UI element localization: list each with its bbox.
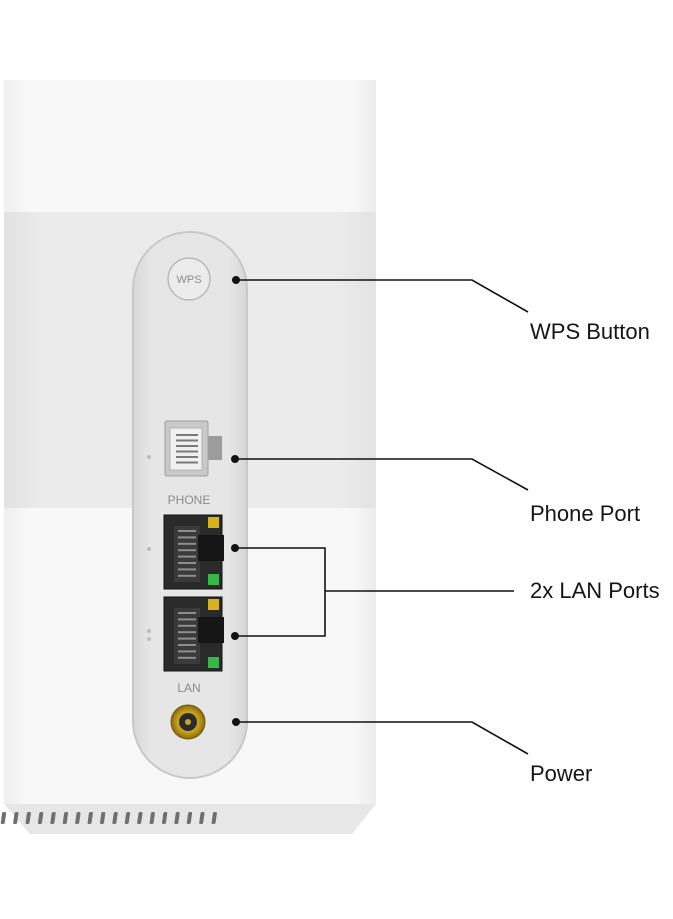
vent-slot — [174, 812, 180, 824]
vent-slot — [62, 812, 69, 824]
vent-slot — [50, 812, 56, 824]
router-top-section — [4, 80, 376, 212]
callout-power: Power — [530, 761, 593, 786]
callout-wps-button: WPS Button — [530, 319, 650, 344]
vent-slot — [99, 812, 106, 824]
port-panel: WPS PHONE — [132, 231, 248, 779]
vent-slot — [25, 812, 31, 824]
lan-1-status-led — [208, 517, 219, 528]
lan-pin — [178, 650, 196, 653]
lan-port-1-pins — [178, 530, 196, 577]
lan-pin — [178, 542, 196, 545]
lan-2-status-led — [208, 599, 219, 610]
lan-port-2-indicator-dot — [147, 629, 151, 633]
phone-port[interactable]: PHONE — [147, 420, 222, 507]
callout-lan-ports: 2x LAN Ports — [530, 578, 660, 603]
power-leader — [232, 718, 529, 755]
lan-pin — [178, 637, 196, 640]
lan-leader — [231, 544, 514, 640]
vent-slot — [161, 812, 168, 824]
lan-pin — [178, 536, 196, 539]
lan-pin — [178, 612, 196, 614]
lan-port-2[interactable] — [147, 596, 224, 672]
vent-slot — [37, 812, 44, 824]
lan-port-1[interactable] — [147, 514, 224, 590]
lan-pin — [178, 549, 196, 552]
vent-slot — [75, 812, 81, 824]
vent-slot — [199, 812, 205, 824]
lan-pin — [178, 656, 196, 659]
lan-pin — [178, 644, 196, 646]
phone-pin — [176, 445, 198, 447]
phone-pin — [176, 434, 198, 436]
phone-port-pins — [176, 434, 198, 464]
phone-leader — [231, 455, 529, 491]
base-vents — [0, 812, 217, 824]
lan-pin — [178, 618, 196, 621]
lan-pin — [178, 574, 196, 577]
callout-phone-port: Phone Port — [530, 501, 641, 526]
phone-pin — [176, 439, 198, 442]
phone-pin — [176, 450, 198, 453]
lan-pin — [178, 631, 196, 634]
lan-pin — [178, 562, 196, 564]
wps-button[interactable]: WPS — [167, 257, 211, 301]
phone-pin — [176, 461, 198, 464]
phone-port-indicator-dot — [147, 455, 151, 459]
vent-slot — [124, 812, 131, 824]
vent-slot — [0, 812, 7, 824]
phone-pin — [176, 456, 198, 458]
phone-port-label: PHONE — [168, 493, 211, 507]
wps-leader — [232, 276, 529, 313]
callout-leader-lines — [231, 276, 529, 755]
vent-slot — [112, 812, 118, 824]
power-jack[interactable] — [170, 704, 206, 740]
lan-port-2-pins — [178, 612, 196, 659]
vent-slot — [13, 812, 19, 824]
lan-ports-label: LAN — [177, 681, 200, 695]
lan-2-link-led — [208, 657, 219, 668]
lan-pin — [178, 555, 196, 558]
vent-slot — [137, 812, 143, 824]
lan-1-link-led — [208, 574, 219, 585]
wps-button-label: WPS — [176, 274, 201, 286]
vent-slot — [186, 812, 193, 824]
vent-slot — [87, 812, 93, 824]
lan-pin — [178, 624, 196, 627]
lan-pin — [178, 530, 196, 532]
lan-pin — [178, 568, 196, 571]
vent-slot — [149, 812, 155, 824]
vent-slot — [211, 812, 217, 824]
lan-port-1-indicator-dot — [147, 547, 151, 551]
